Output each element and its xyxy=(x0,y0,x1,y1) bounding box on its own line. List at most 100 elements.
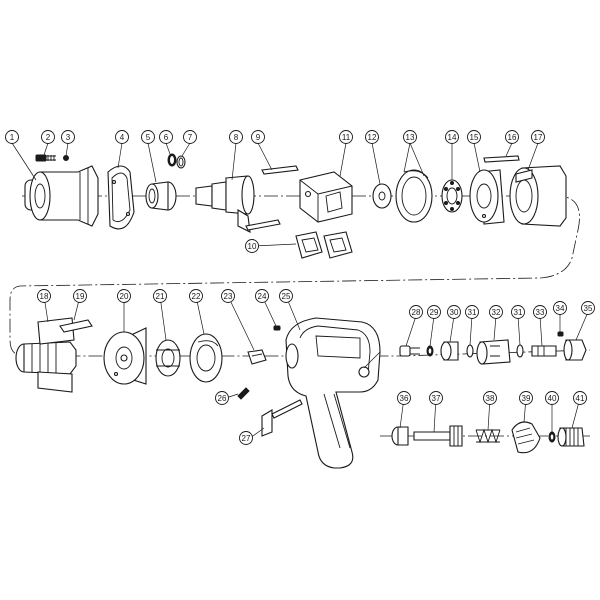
callout-number: 38 xyxy=(486,394,495,403)
callout-circle xyxy=(279,289,293,303)
part-39-regulator-knob xyxy=(511,421,541,454)
part-1-front-housing xyxy=(24,165,99,227)
callout-35: 34 xyxy=(553,301,567,315)
part-15-end-plate xyxy=(469,169,505,225)
part-30-bushing xyxy=(440,341,459,361)
part-4-gasket xyxy=(107,165,135,230)
callout-7: 7 xyxy=(183,130,197,144)
callout-number: 34 xyxy=(556,304,565,313)
callout-20: 20 xyxy=(117,289,131,303)
callout-number: 25 xyxy=(282,292,291,301)
callout-9: 9 xyxy=(251,130,265,144)
callout-circle xyxy=(447,305,461,319)
callout-circle xyxy=(215,391,229,405)
callout-number: 19 xyxy=(76,292,85,301)
callout-circle xyxy=(141,130,155,144)
part-2-screw xyxy=(35,154,56,162)
callout-number: 9 xyxy=(256,133,261,142)
callout-number: 26 xyxy=(218,394,227,403)
callout-42: 41 xyxy=(573,391,587,405)
callout-number: 16 xyxy=(508,133,517,142)
callout-number: 30 xyxy=(450,308,459,317)
callout-circle xyxy=(581,301,595,315)
callout-19: 19 xyxy=(73,289,87,303)
callout-number: 11 xyxy=(342,133,351,142)
callout-circle xyxy=(429,391,443,405)
callout-number: 14 xyxy=(448,133,457,142)
callout-22: 22 xyxy=(189,289,203,303)
callout-32: 32 xyxy=(489,305,503,319)
callout-number: 6 xyxy=(164,133,169,142)
callout-33: 31 xyxy=(511,305,525,319)
callout-17: 17 xyxy=(531,130,545,144)
callout-circle xyxy=(159,130,173,144)
callout-number: 8 xyxy=(234,133,239,142)
callout-circle xyxy=(229,130,243,144)
callout-8: 8 xyxy=(229,130,243,144)
callout-number: 18 xyxy=(40,292,49,301)
callout-36: 35 xyxy=(581,301,595,315)
callout-28: 28 xyxy=(409,305,423,319)
part-8-anvil xyxy=(195,175,255,233)
callout-number: 35 xyxy=(584,304,593,313)
callout-18: 18 xyxy=(37,289,51,303)
part-23-clip xyxy=(247,349,267,365)
callout-number: 27 xyxy=(242,434,251,443)
callout-3: 3 xyxy=(61,130,75,144)
callout-25: 25 xyxy=(279,289,293,303)
part-5-bushing xyxy=(145,181,177,211)
callout-circle xyxy=(221,289,235,303)
callout-circle xyxy=(465,305,479,319)
callout-6: 6 xyxy=(159,130,173,144)
callout-number: 23 xyxy=(224,292,233,301)
part-6-o-ring xyxy=(167,153,177,167)
callout-circle xyxy=(553,301,567,315)
callout-circle xyxy=(409,305,423,319)
callout-circle xyxy=(533,305,547,319)
part-31b-o-ring xyxy=(516,344,524,358)
part-32-valve-sleeve xyxy=(476,339,511,365)
callout-circle xyxy=(239,431,253,445)
callout-number: 13 xyxy=(406,133,415,142)
callout-number: 3 xyxy=(66,133,71,142)
part-pin-lower xyxy=(245,219,281,231)
callout-11: 11 xyxy=(339,130,353,144)
callout-circle xyxy=(37,289,51,303)
callout-number: 40 xyxy=(548,394,557,403)
callout-circle xyxy=(519,391,533,405)
callout-15: 15 xyxy=(467,130,481,144)
callout-30: 30 xyxy=(447,305,461,319)
callout-31: 31 xyxy=(465,305,479,319)
callout-number: 31 xyxy=(468,308,477,317)
callout-circle xyxy=(339,130,353,144)
callout-14: 14 xyxy=(445,130,459,144)
part-36-bushing xyxy=(391,426,409,446)
callout-circle xyxy=(365,130,379,144)
part-25-housing xyxy=(285,317,381,469)
callout-circle xyxy=(245,239,259,253)
callout-circle xyxy=(403,130,417,144)
callout-26: 26 xyxy=(215,391,229,405)
callout-34: 33 xyxy=(533,305,547,319)
callout-39: 38 xyxy=(483,391,497,405)
callout-13: 13 xyxy=(403,130,417,144)
callout-circle xyxy=(511,305,525,319)
callout-circle xyxy=(251,130,265,144)
callout-number: 41 xyxy=(576,394,585,403)
callout-number: 28 xyxy=(412,308,421,317)
callout-number: 15 xyxy=(470,133,479,142)
callout-number: 37 xyxy=(432,394,441,403)
callout-number: 1 xyxy=(10,133,15,142)
part-35-cap xyxy=(563,339,587,361)
part-31-o-ring xyxy=(466,344,474,358)
callout-number: 5 xyxy=(146,133,151,142)
callout-circle xyxy=(573,391,587,405)
callout-number: 20 xyxy=(120,292,129,301)
part-10-hammers xyxy=(295,231,353,259)
part-34-spring xyxy=(557,331,564,337)
part-41-air-inlet xyxy=(557,427,585,447)
callout-circle xyxy=(545,391,559,405)
callout-circle xyxy=(115,130,129,144)
